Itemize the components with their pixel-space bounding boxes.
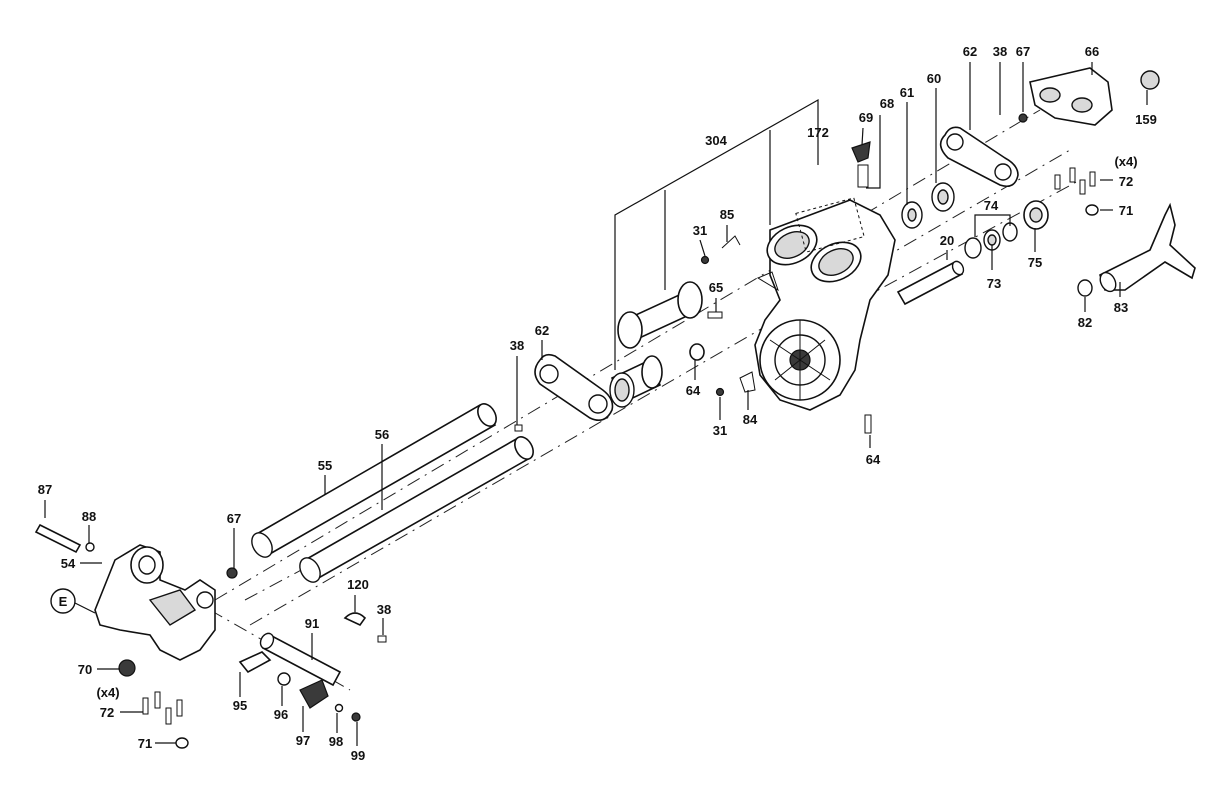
label-69: 69: [859, 110, 873, 125]
rod-20: [896, 260, 965, 306]
label-304: 304: [705, 133, 727, 148]
washers: [901, 70, 1160, 297]
label-62-upper: 62: [963, 44, 977, 59]
label-71-lower: 71: [138, 736, 152, 751]
part-labels: 304 172 69 68 61 60 62 38 67 66 159 (x4)…: [38, 44, 1157, 763]
label-61: 61: [900, 85, 914, 100]
label-38-upper: 38: [993, 44, 1007, 59]
label-66: 66: [1085, 44, 1099, 59]
main-housing: [754, 197, 896, 411]
label-75: 75: [1028, 255, 1042, 270]
label-91: 91: [305, 616, 319, 631]
label-72-lower-qty: (x4): [96, 685, 119, 700]
rod-91: [259, 632, 342, 687]
label-38-middle: 38: [510, 338, 524, 353]
label-e: E: [59, 594, 68, 609]
small-hardware: [34, 113, 1099, 749]
cap-66: [1029, 67, 1113, 126]
label-98: 98: [329, 734, 343, 749]
label-71-upper: 71: [1119, 203, 1133, 218]
left-bracket: [94, 544, 216, 661]
label-95: 95: [233, 698, 247, 713]
label-55: 55: [318, 458, 332, 473]
label-54: 54: [61, 556, 76, 571]
group-304-bracket: [614, 98, 819, 370]
plate-62-upper: [939, 126, 1019, 188]
label-74: 74: [984, 198, 999, 213]
label-72-upper-qty: (x4): [1114, 154, 1137, 169]
label-159: 159: [1135, 112, 1157, 127]
label-31-upper: 31: [693, 223, 707, 238]
label-60: 60: [927, 71, 941, 86]
label-62-middle: 62: [535, 323, 549, 338]
handle-83: [1099, 202, 1196, 293]
label-72-lower: 72: [100, 705, 114, 720]
label-73: 73: [987, 276, 1001, 291]
label-72-upper: 72: [1119, 174, 1133, 189]
tube-55: [251, 403, 497, 558]
label-99: 99: [351, 748, 365, 763]
label-67-upper: 67: [1016, 44, 1030, 59]
label-85: 85: [720, 207, 734, 222]
label-38-lower: 38: [377, 602, 391, 617]
label-65: 65: [709, 280, 723, 295]
label-31-lower: 31: [713, 423, 727, 438]
plate-62-middle: [534, 353, 614, 421]
label-83: 83: [1114, 300, 1128, 315]
label-96: 96: [274, 707, 288, 722]
callout-e-circle: [50, 588, 76, 614]
label-172: 172: [807, 125, 829, 140]
bushing-upper: [617, 281, 703, 349]
label-87: 87: [38, 482, 52, 497]
label-84: 84: [743, 412, 758, 427]
label-20: 20: [940, 233, 954, 248]
label-82: 82: [1078, 315, 1092, 330]
label-97: 97: [296, 733, 310, 748]
label-70: 70: [78, 662, 92, 677]
label-56: 56: [375, 427, 389, 442]
bushing-lower: [609, 355, 663, 408]
label-120: 120: [347, 577, 369, 592]
label-64-lower: 64: [866, 452, 881, 467]
label-64-upper: 64: [686, 383, 701, 398]
label-67-lower: 67: [227, 511, 241, 526]
label-68: 68: [880, 96, 894, 111]
label-88: 88: [82, 509, 96, 524]
leader-lines: [44, 62, 1148, 746]
tube-56: [299, 436, 534, 583]
